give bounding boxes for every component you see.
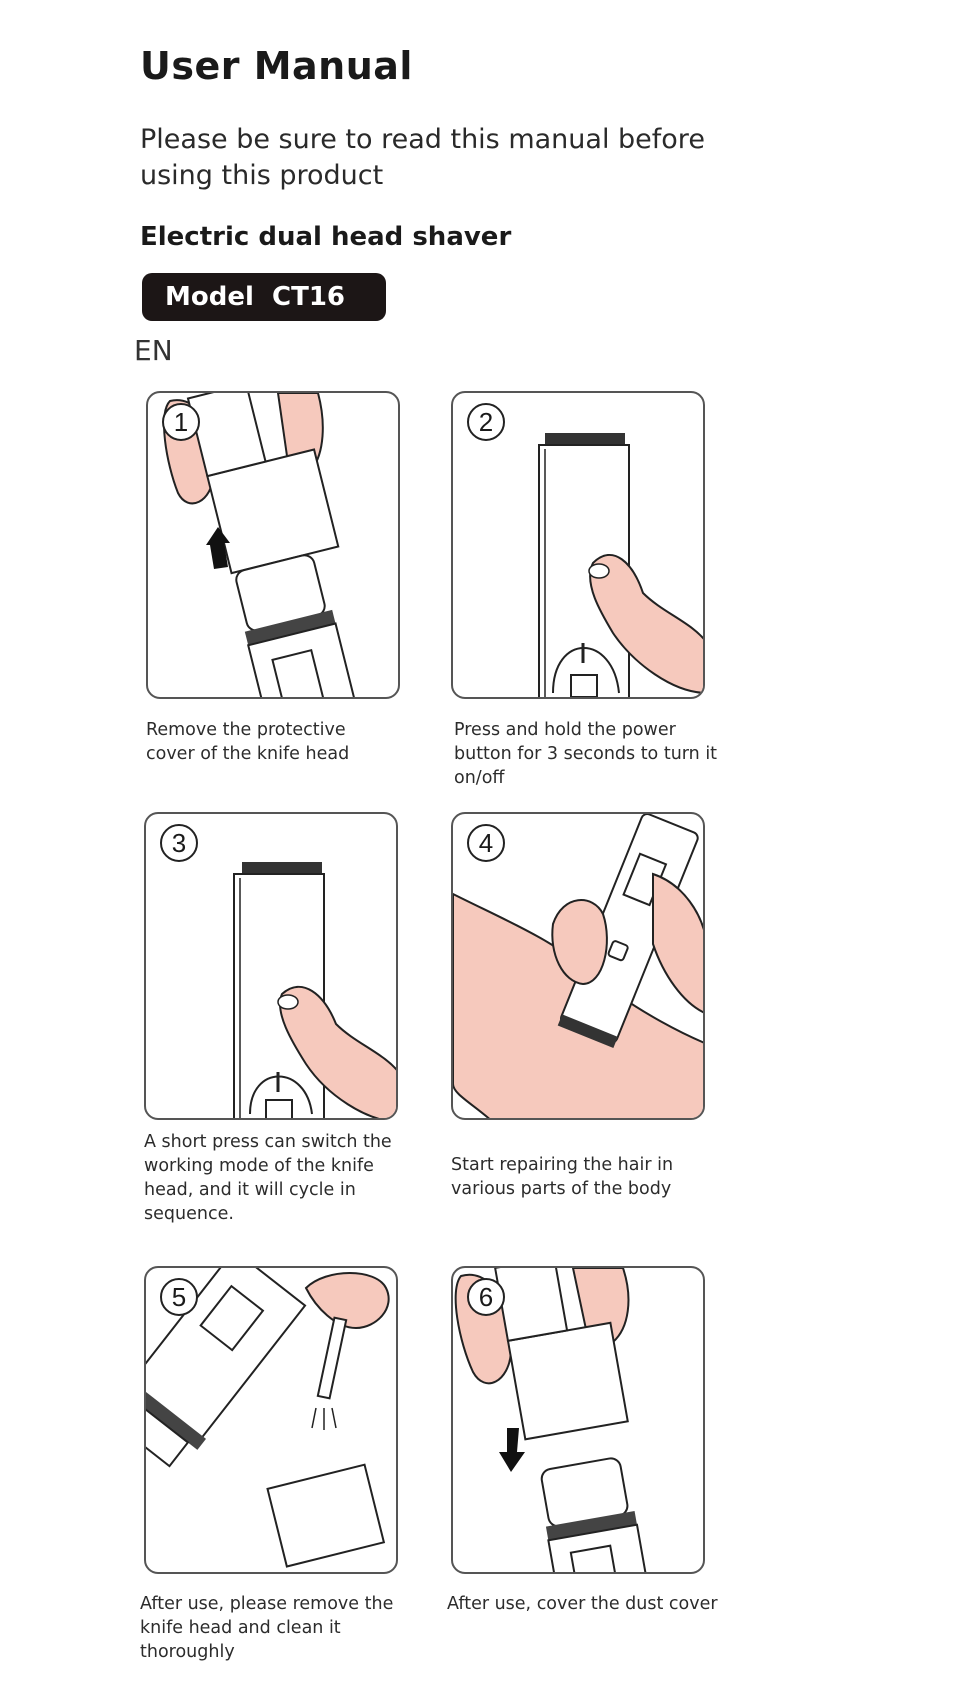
step-2-number: 2	[467, 403, 505, 441]
step-4-number: 4	[467, 824, 505, 862]
step-1-illustration: 1	[146, 391, 400, 699]
step-3-illustration: 3	[144, 812, 398, 1120]
step-4-caption: Start repairing the hair in various part…	[451, 1155, 674, 1199]
shaving-body-icon	[453, 814, 703, 1118]
step-2-illustration: 2	[451, 391, 705, 699]
step-5-illustration: 5	[144, 1266, 398, 1574]
step-1-number: 1	[162, 403, 200, 441]
step-1-caption: Remove the protective cover of the knife…	[146, 720, 350, 764]
language-label: EN	[134, 334, 173, 367]
cover-dust-icon	[454, 1268, 651, 1572]
intro-text: Please be sure to read this manual befor…	[140, 124, 705, 191]
step-5-caption: After use, please remove the knife head …	[140, 1594, 394, 1662]
step-6-illustration: 6	[451, 1266, 705, 1574]
step-3-caption: A short press can switch the working mod…	[144, 1132, 392, 1224]
model-badge: Model CT16	[142, 273, 386, 321]
step-3-number: 3	[160, 824, 198, 862]
mode-switch-icon	[233, 862, 396, 1118]
page-title: User Manual	[140, 44, 413, 88]
remove-cover-icon	[163, 393, 359, 697]
cleaning-brush-icon	[146, 1268, 390, 1568]
power-button-icon	[538, 433, 703, 697]
product-name: Electric dual head shaver	[140, 222, 512, 252]
step-5-number: 5	[160, 1278, 198, 1316]
step-6-number: 6	[467, 1278, 505, 1316]
step-2-caption: Press and hold the power button for 3 se…	[454, 720, 718, 788]
step-4-illustration: 4	[451, 812, 705, 1120]
step-6-caption: After use, cover the dust cover	[447, 1594, 718, 1614]
